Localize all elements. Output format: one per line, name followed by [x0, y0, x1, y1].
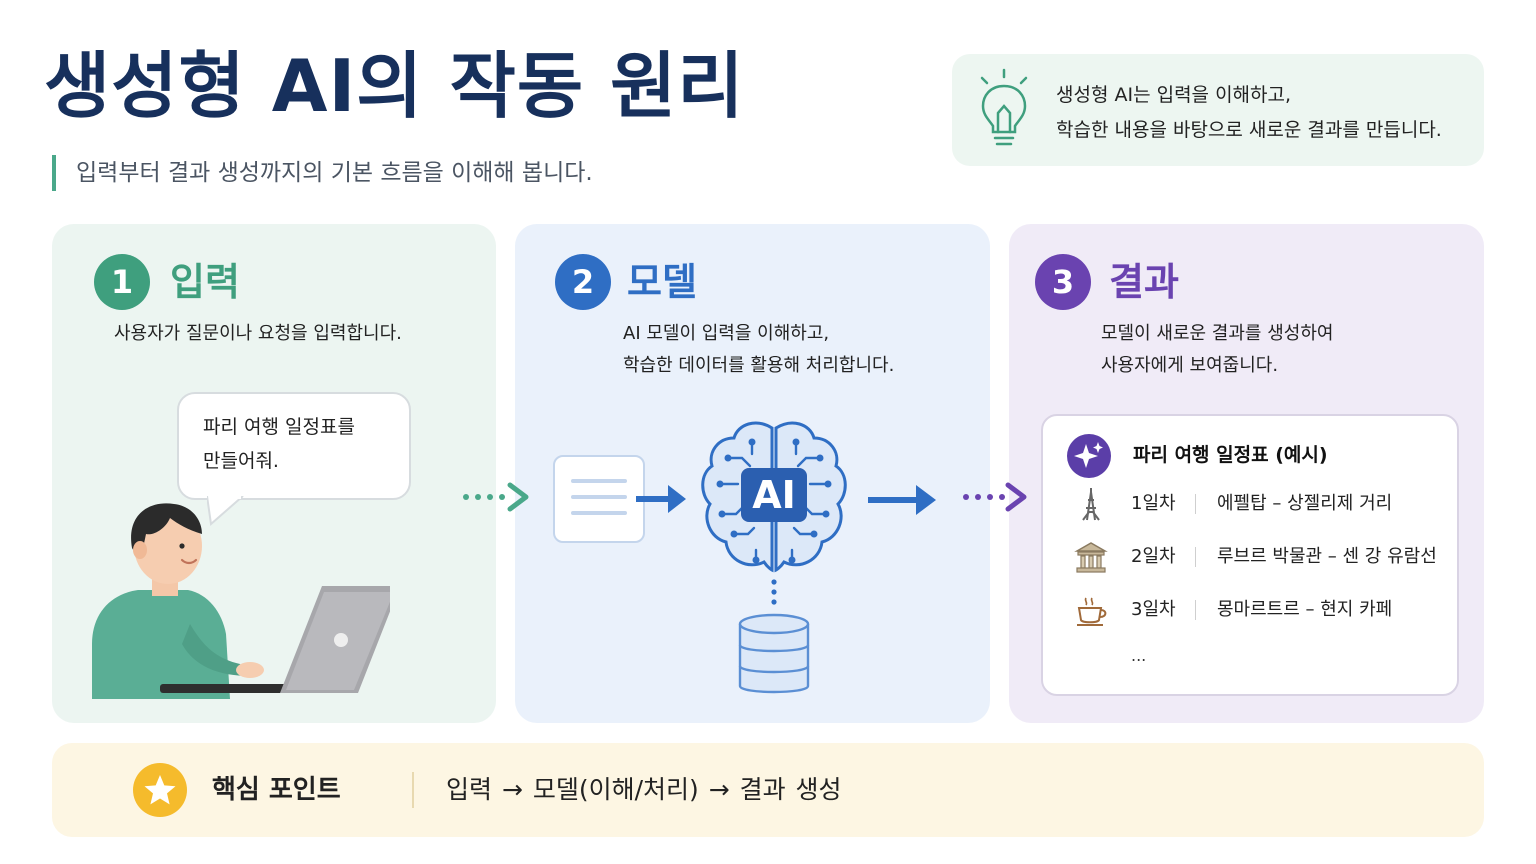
tip-line-1: 생성형 AI는 입력을 이해하고,: [1056, 84, 1292, 106]
step-desc-line: 사용자가 질문이나 요청을 입력합니다.: [114, 323, 402, 344]
database-icon: [738, 613, 810, 694]
tip-box: 생성형 AI는 입력을 이해하고, 학습한 내용을 바탕으로 새로운 결과를 만…: [952, 54, 1484, 166]
bubble-line-2: 만들어줘.: [203, 450, 279, 472]
key-point-bar: 핵심 포인트 입력 → 모델(이해/처리) → 결과 생성: [52, 743, 1484, 837]
step-panel-input: 1 입력 사용자가 질문이나 요청을 입력합니다. 파리 여행 일정표를 만들어…: [52, 224, 496, 723]
row-day: 1일차: [1131, 493, 1176, 514]
row-place: 몽마르트르 – 현지 카페: [1217, 599, 1393, 620]
coffee-cup-icon: [1077, 597, 1107, 626]
step-number-3: 3: [1035, 254, 1091, 310]
step-desc-input: 사용자가 질문이나 요청을 입력합니다.: [114, 318, 402, 350]
step-desc-line: AI 모델이 입력을 이해하고,: [623, 323, 830, 344]
card-title: 파리 여행 일정표 (예시): [1133, 444, 1328, 466]
result-card: 파리 여행 일정표 (예시) 1일차 에펠탑 – 상젤리제 거리 2일차 루브르…: [1041, 414, 1459, 696]
step-number-1: 1: [94, 254, 150, 310]
row-day: 3일차: [1131, 599, 1176, 620]
row-place: 루브르 박물관 – 센 강 유람선: [1217, 546, 1437, 567]
tip-line-2: 학습한 내용을 바탕으로 새로운 결과를 만듭니다.: [1056, 119, 1442, 141]
itinerary-row: 1일차 에펠탑 – 상젤리제 거리: [1043, 484, 1461, 524]
step-title-result: 결과: [1109, 260, 1179, 304]
bubble-tail: [207, 496, 244, 526]
ai-chip-label: AI: [741, 468, 807, 522]
step-desc-line: 사용자에게 보여줍니다.: [1101, 355, 1279, 376]
document-icon: [553, 455, 645, 543]
key-point-text: 입력 → 모델(이해/처리) → 결과 생성: [446, 775, 842, 804]
museum-icon: [1074, 542, 1108, 573]
row-place: 에펠탑 – 상젤리제 거리: [1217, 493, 1393, 514]
itinerary-row: 2일차 루브르 박물관 – 센 강 유람선: [1043, 537, 1461, 577]
ellipsis: ...: [1131, 646, 1147, 665]
brain-icon: [701, 421, 847, 573]
page-subtitle: 입력부터 결과 생성까지의 기본 흐름을 이해해 봅니다.: [52, 155, 593, 191]
lightbulb-icon: [980, 68, 1028, 146]
eiffel-tower-icon: [1082, 488, 1100, 521]
step-desc-result: 모델이 새로운 결과를 생성하여 사용자에게 보여줍니다.: [1101, 318, 1333, 382]
step-title-input: 입력: [170, 260, 240, 304]
row-day: 2일차: [1131, 546, 1176, 567]
sparkle-icon: [1067, 434, 1111, 478]
itinerary-row: 3일차 몽마르트르 – 현지 카페: [1043, 590, 1461, 630]
step-number-2: 2: [555, 254, 611, 310]
step-desc-line: 학습한 데이터를 활용해 처리합니다.: [623, 355, 895, 376]
star-icon: [133, 763, 187, 817]
step-desc-line: 모델이 새로운 결과를 생성하여: [1101, 323, 1334, 344]
step-desc-model: AI 모델이 입력을 이해하고, 학습한 데이터를 활용해 처리합니다.: [623, 318, 894, 382]
speech-bubble: 파리 여행 일정표를 만들어줘.: [177, 392, 411, 500]
step-title-model: 모델: [627, 260, 697, 304]
person-with-laptop-illustration: [92, 503, 390, 699]
bubble-line-1: 파리 여행 일정표를: [203, 416, 355, 438]
key-point-label: 핵심 포인트: [212, 775, 341, 805]
page-title: 생성형 AI의 작동 원리: [44, 44, 745, 128]
